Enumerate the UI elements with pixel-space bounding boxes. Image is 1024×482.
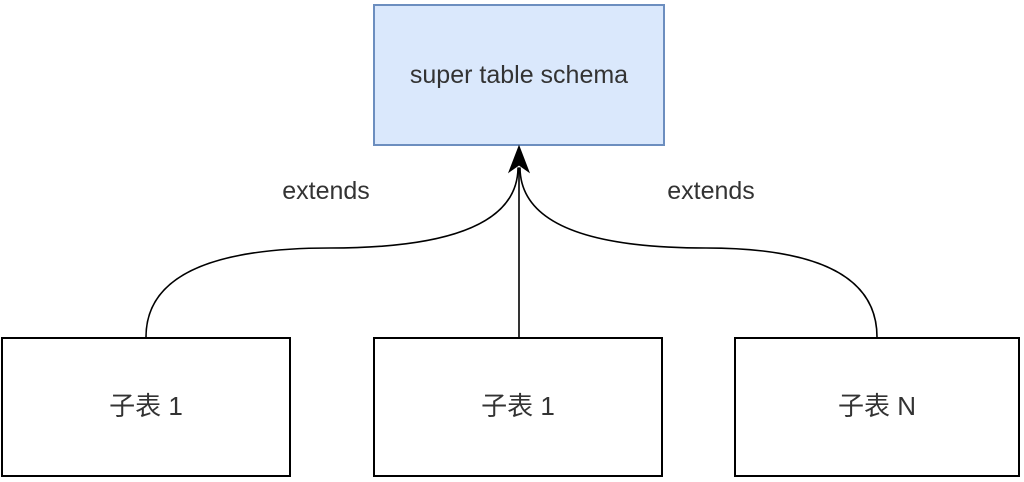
edge-label-extends-left: extends xyxy=(246,176,406,206)
node-subtable-n-label: 子表 N xyxy=(837,391,916,422)
node-super-table-schema: super table schema xyxy=(373,4,665,146)
node-subtable-1-middle-label: 子表 1 xyxy=(481,391,555,422)
node-subtable-1-left-label: 子表 1 xyxy=(109,391,183,422)
edge-label-extends-right: extends xyxy=(631,176,791,206)
node-super-label: super table schema xyxy=(409,61,629,89)
node-subtable-n: 子表 N xyxy=(734,337,1020,477)
node-subtable-1-middle: 子表 1 xyxy=(373,337,663,477)
arrowhead-icon xyxy=(507,144,531,174)
node-subtable-1-left: 子表 1 xyxy=(1,337,291,477)
